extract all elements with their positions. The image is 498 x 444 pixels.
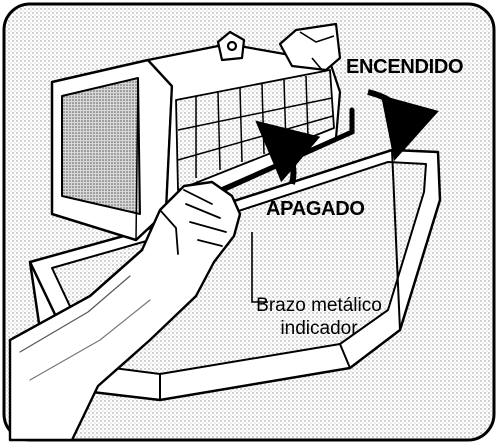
ice-mold-tray [146,42,342,214]
off-arrow [255,120,321,185]
label-metal-arm: Brazo metálico indicador [256,295,382,339]
ice-maker-housing [50,58,174,242]
mounting-bracket [216,22,342,72]
label-encendido: ENCENDIDO [346,56,464,78]
on-arrow [367,89,439,161]
hand [8,180,242,442]
label-apagado: APAGADO [266,198,365,220]
arm-leader-line [251,232,268,303]
